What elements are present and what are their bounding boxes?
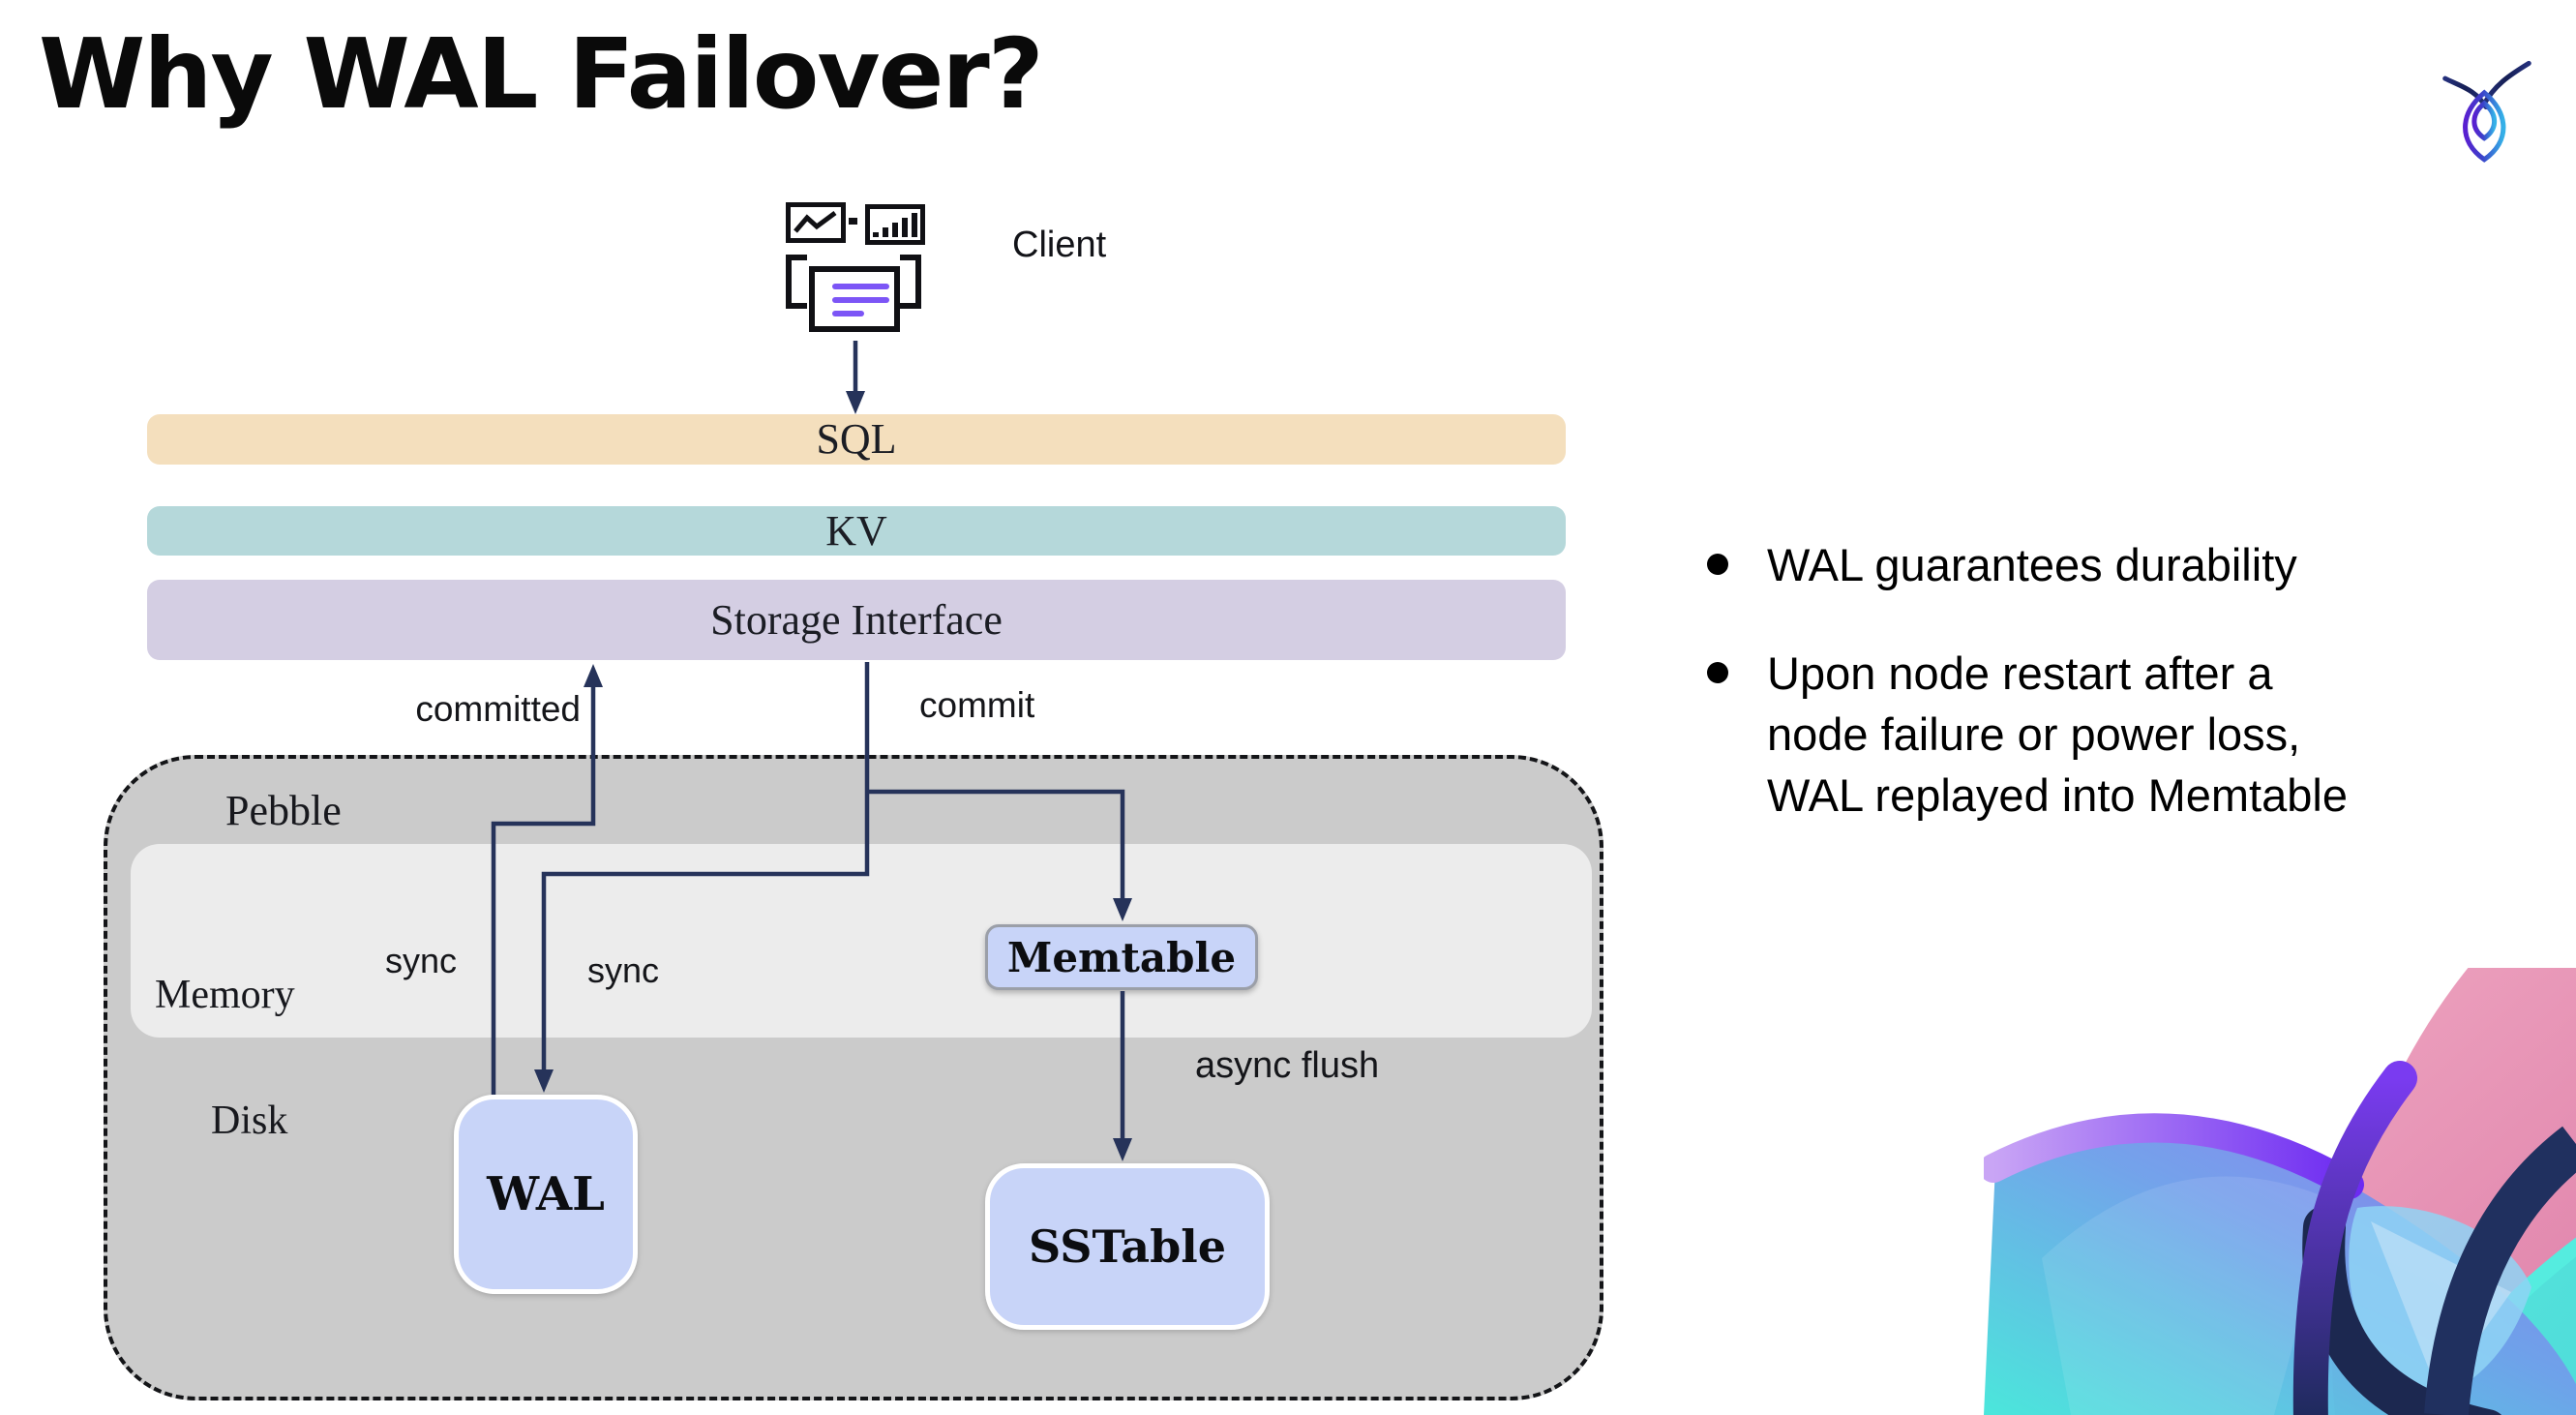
- bullet-line: WAL replayed into Memtable: [1767, 769, 2348, 821]
- edge-label-commit: commit: [919, 685, 1035, 725]
- page-title: Why WAL Failover?: [39, 17, 1044, 131]
- bullet-item: Upon node restart after a node failure o…: [1703, 643, 2570, 826]
- memory-label: Memory: [155, 973, 295, 1017]
- bullet-line: Upon node restart after a: [1767, 647, 2273, 699]
- doc-line: [832, 284, 889, 289]
- disk-label: Disk: [211, 1099, 288, 1143]
- node-sstable: SSTable: [985, 1163, 1270, 1330]
- bar-chart-icon: [865, 204, 925, 245]
- cockroachdb-brand-artwork: [1984, 968, 2576, 1415]
- client-label: Client: [1012, 225, 1107, 265]
- layer-sql: SQL: [147, 414, 1566, 465]
- bullet-dot: [1707, 662, 1728, 683]
- edge-label-sync-right: sync: [587, 950, 660, 990]
- cockroachdb-logo-icon: [2442, 60, 2531, 163]
- node-wal: WAL: [454, 1095, 638, 1294]
- doc-line: [832, 311, 864, 316]
- bullet-line: WAL guarantees durability: [1767, 539, 2297, 590]
- layer-kv: KV: [147, 506, 1566, 556]
- bullet-item: WAL guarantees durability: [1703, 534, 2570, 595]
- bullet-line: node failure or power loss,: [1767, 708, 2301, 760]
- bracket-right-icon: [900, 255, 921, 309]
- edge-label-async-flush: async flush: [1195, 1045, 1380, 1086]
- edge-label-sync-left: sync: [385, 941, 458, 980]
- edge-label-committed: committed: [415, 689, 581, 729]
- doc-line: [832, 297, 889, 303]
- bullet-dot: [1707, 554, 1728, 575]
- sql-statements-document-icon: [809, 266, 900, 332]
- layer-storage-interface: Storage Interface: [147, 580, 1566, 660]
- node-memtable: Memtable: [985, 924, 1258, 990]
- bracket-left-icon: [786, 255, 807, 309]
- pebble-label: Pebble: [225, 787, 342, 834]
- line-chart-icon: [786, 202, 846, 243]
- dash-connector: [849, 218, 857, 225]
- memory-band: [131, 844, 1592, 1038]
